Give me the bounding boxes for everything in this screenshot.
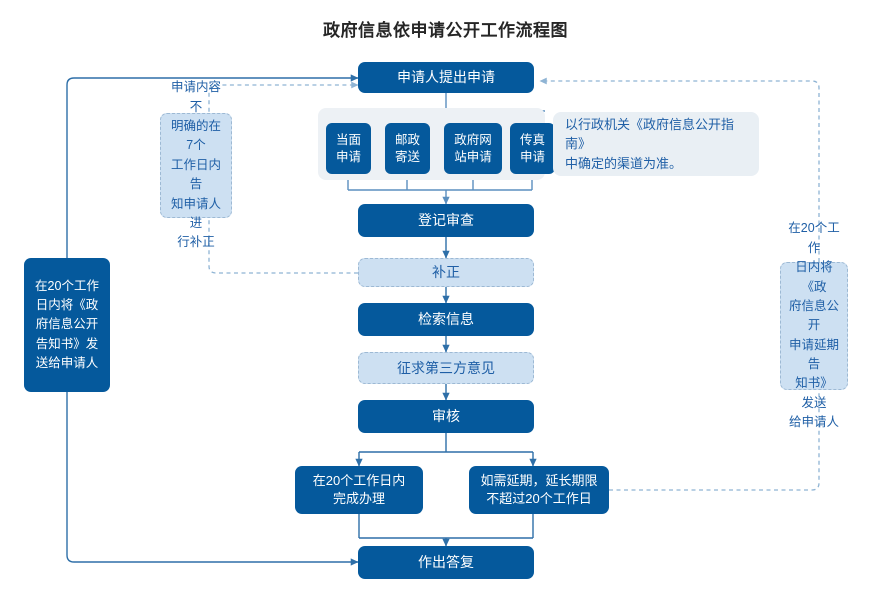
node-complete-within-20-days[interactable]: 在20个工作日内 完成办理 (295, 466, 423, 514)
channel-note: 以行政机关《政府信息公开指南》 中确定的渠道为准。 (553, 112, 759, 176)
node-extension[interactable]: 如需延期，延长期限 不超过20个工作日 (469, 466, 609, 514)
node-apply-label: 申请人提出申请 (397, 69, 495, 86)
note-correction-instruction: 申请内容不 明确的在7个 工作日内告 知申请人进 行补正 (160, 80, 232, 249)
node-channel-fax-label: 传真 申请 (519, 132, 545, 164)
page-title: 政府信息依申请公开工作流程图 (323, 21, 568, 40)
note-correction-instruction-text: 申请内容不 明确的在7个 工作日内告 知申请人进 行补正 (170, 80, 221, 250)
node-channel-postal[interactable]: 邮政 寄送 (385, 123, 430, 174)
node-channel-fax[interactable]: 传真 申请 (510, 123, 555, 174)
node-review[interactable]: 审核 (358, 400, 534, 433)
node-complete-within-20-days-label: 在20个工作日内 完成办理 (312, 473, 406, 506)
node-make-reply-label: 作出答复 (418, 554, 474, 571)
node-register-label: 登记审查 (418, 212, 474, 229)
node-search-info[interactable]: 检索信息 (358, 303, 534, 336)
node-make-reply[interactable]: 作出答复 (358, 546, 534, 579)
note-disclosure-notice-text: 在20个工作 日内将《政 府信息公开 告知书》发 送给申请人 (35, 278, 99, 371)
node-channel-website[interactable]: 政府网 站申请 (444, 123, 502, 174)
node-third-party-opinion-label: 征求第三方意见 (397, 359, 495, 376)
node-correction-label: 补正 (432, 264, 460, 281)
note-extension-notice-text: 在20个工作 日内将《政 府信息公开 申请延期告 知书》 发送 给申请人 (788, 221, 840, 430)
node-review-label: 审核 (432, 408, 460, 425)
channel-note-text: 以行政机关《政府信息公开指南》 中确定的渠道为准。 (565, 116, 735, 171)
node-search-info-label: 检索信息 (418, 311, 474, 328)
node-extension-label: 如需延期，延长期限 不超过20个工作日 (480, 473, 598, 506)
node-channel-in-person-label: 当面 申请 (335, 132, 361, 164)
note-disclosure-notice: 在20个工作 日内将《政 府信息公开 告知书》发 送给申请人 (24, 258, 110, 392)
node-channel-postal-label: 邮政 寄送 (394, 132, 420, 164)
node-correction[interactable]: 补正 (358, 258, 534, 287)
node-apply[interactable]: 申请人提出申请 (358, 62, 534, 93)
node-channel-in-person[interactable]: 当面 申请 (326, 123, 371, 174)
node-channel-website-label: 政府网 站申请 (454, 132, 492, 164)
node-third-party-opinion[interactable]: 征求第三方意见 (358, 352, 534, 384)
node-register[interactable]: 登记审查 (358, 204, 534, 237)
note-extension-notice: 在20个工作 日内将《政 府信息公开 申请延期告 知书》 发送 给申请人 (780, 221, 848, 429)
